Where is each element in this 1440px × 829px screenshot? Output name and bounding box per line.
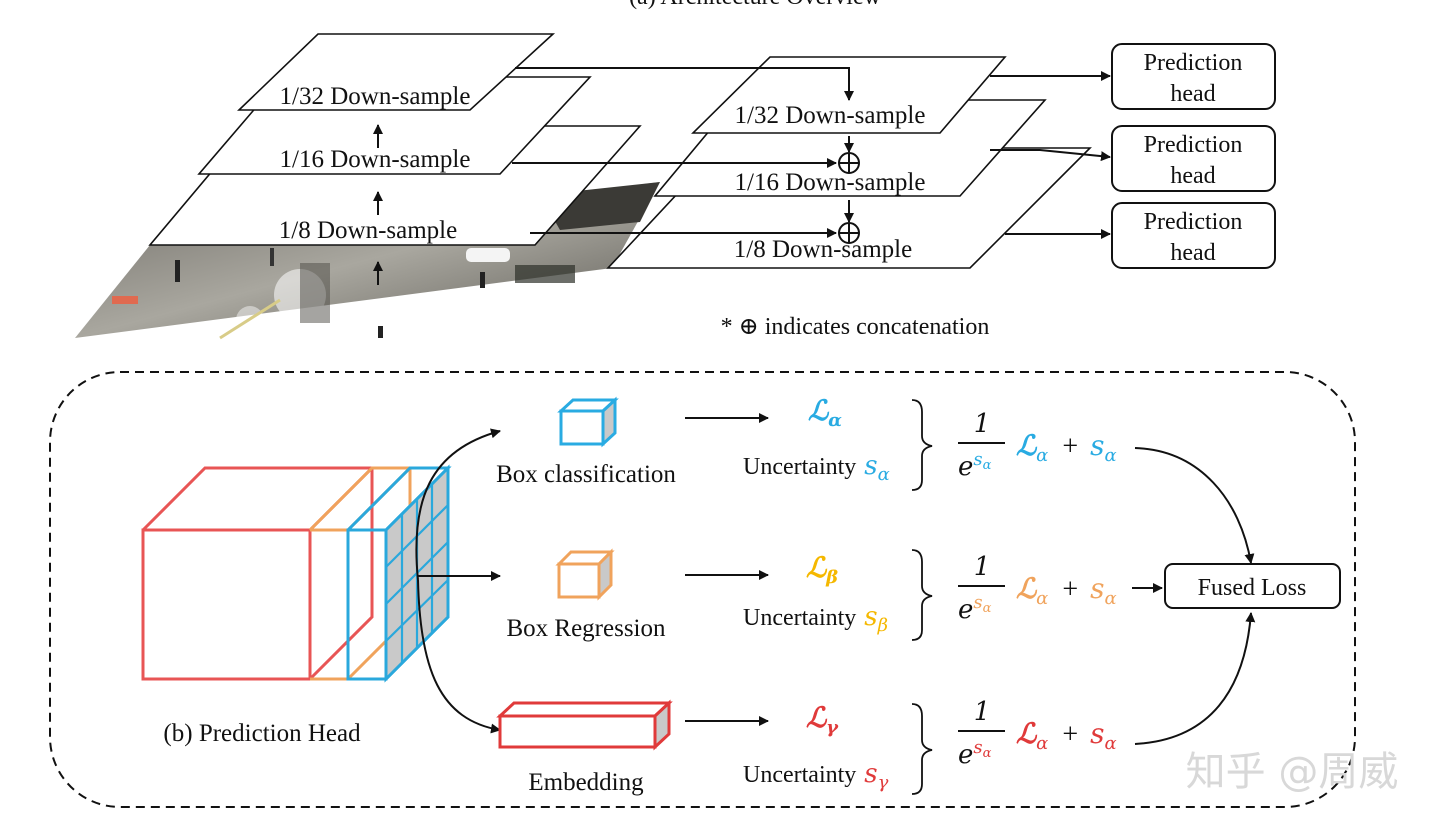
branch-arrows — [415, 428, 501, 734]
svg-text:esα: esα — [958, 592, 992, 625]
backbone-label-8: 1/8 Down-sample — [279, 217, 457, 244]
formula-2: 1 esα ℒα+sα — [958, 552, 1117, 625]
box-regression-icon — [555, 548, 615, 601]
branch-name: Embedding — [528, 769, 644, 796]
branch-name: Box classification — [496, 461, 676, 488]
watermark: 知乎 @周威 — [1186, 749, 1399, 795]
svg-text:1: 1 — [974, 409, 991, 439]
backbone-label-32: 1/32 Down-sample — [280, 83, 471, 110]
skip-connections — [512, 67, 854, 238]
loss-arrows — [685, 413, 769, 726]
box-classification-icon — [557, 396, 619, 448]
fused-arrows — [1132, 447, 1256, 745]
concat-note: * ⊕ indicates concatenation — [721, 314, 990, 340]
head-arrows — [990, 71, 1111, 239]
plane-1-32 — [237, 33, 556, 111]
top-caption: (a) Architecture Overview — [629, 0, 882, 10]
formula-3: 1 esα ℒα+sα — [958, 697, 1117, 770]
concat-ops — [838, 152, 860, 244]
branch-name: Box Regression — [506, 615, 666, 642]
svg-text:ℒγ: ℒγ — [806, 701, 839, 738]
neck-label-8: 1/8 Down-sample — [734, 236, 912, 263]
svg-text:1: 1 — [974, 697, 991, 727]
svg-text:1: 1 — [974, 552, 991, 582]
svg-text:ℒβ: ℒβ — [806, 551, 838, 588]
embedding-icon — [496, 699, 673, 751]
neck-label-16: 1/16 Down-sample — [735, 169, 926, 196]
svg-text:esα: esα — [958, 449, 992, 482]
backbone-label-16: 1/16 Down-sample — [280, 146, 471, 173]
braces — [911, 399, 933, 795]
svg-text:ℒα+sα: ℒα+sα — [1016, 572, 1117, 609]
svg-text:esα: esα — [958, 737, 992, 770]
neck-label-32: 1/32 Down-sample — [735, 102, 926, 129]
prediction-head-caption: (b) Prediction Head — [163, 720, 361, 747]
fused-loss-box — [1164, 563, 1341, 609]
head-tensor — [141, 464, 452, 683]
backbone: 1/32 Down-sample 1/16 Down-sample 1/8 Do… — [148, 33, 642, 285]
formula-1: 1 esα ℒα+sα — [958, 409, 1117, 482]
svg-text:ℒα+sα: ℒα+sα — [1016, 717, 1117, 754]
svg-text:ℒα+sα: ℒα+sα — [1016, 429, 1117, 466]
fused-loss-label: Fused Loss — [1198, 575, 1307, 601]
svg-text:ℒα: ℒα — [808, 394, 842, 431]
